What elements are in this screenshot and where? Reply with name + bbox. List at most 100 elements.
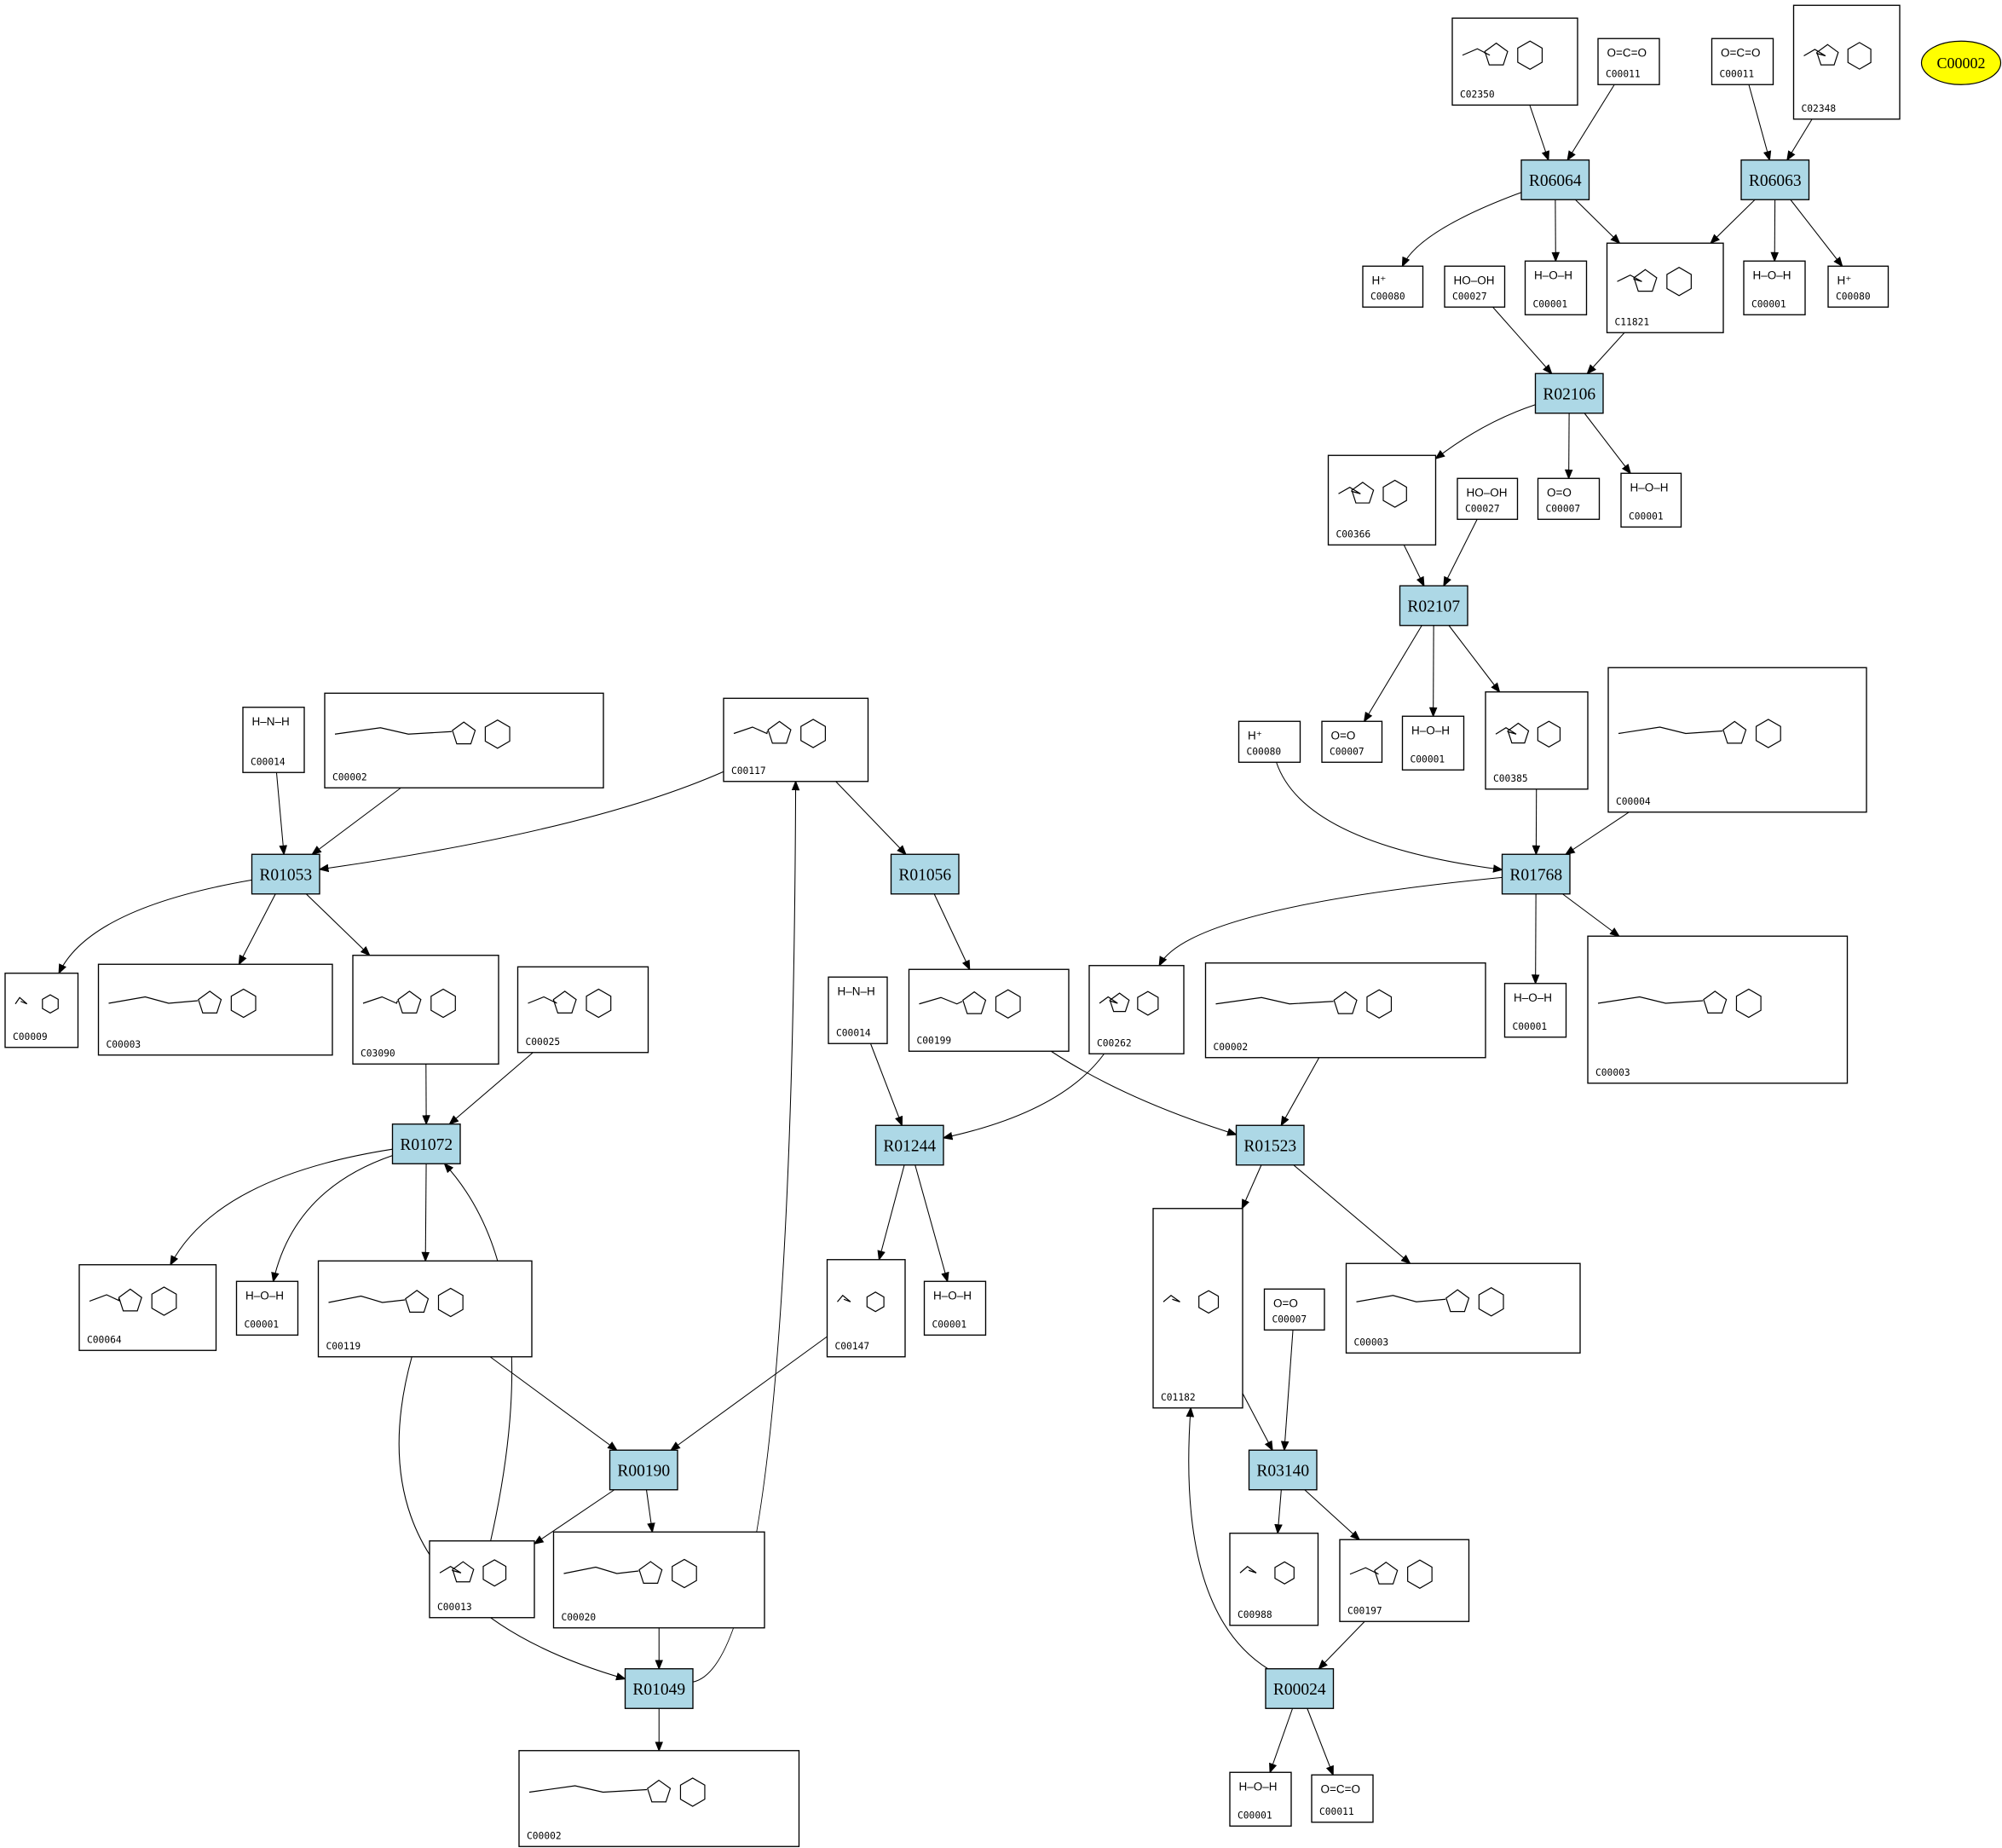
compound-label: C00011 — [1720, 68, 1755, 79]
compound-node-c00199[interactable]: C00199 — [908, 968, 1070, 1052]
ring-bond — [1517, 40, 1543, 70]
reaction-node-r01244[interactable]: R01244 — [874, 1124, 944, 1166]
compound-box — [1451, 17, 1578, 106]
compound-node-c02348[interactable]: C02348 — [1792, 4, 1901, 120]
compound-node-c00064[interactable]: C00064 — [78, 1264, 217, 1351]
compound-node-c02350[interactable]: C02350 — [1451, 17, 1578, 106]
molecule-structure-icon — [1803, 42, 1872, 70]
edge-c02350-to-r06064 — [1529, 105, 1549, 162]
compound-node-c03090[interactable]: C03090 — [352, 955, 499, 1065]
compound-node-c00003[interactable]: C00003 — [97, 963, 333, 1056]
chain-bond — [328, 1295, 406, 1303]
reaction-node-r01056[interactable]: R01056 — [890, 853, 960, 895]
reaction-node-r03140[interactable]: R03140 — [1248, 1449, 1318, 1491]
ring-bond — [1198, 1290, 1220, 1314]
chain-bond — [1618, 726, 1723, 735]
compound-node-c00197[interactable]: C00197 — [1339, 1539, 1470, 1622]
compound-node-c00003[interactable]: C00003 — [1587, 935, 1849, 1084]
compound-node-c00119[interactable]: C00119 — [317, 1260, 533, 1358]
molecule-structure-icon — [1349, 1559, 1433, 1589]
compound-node-c01182[interactable]: C01182 — [1152, 1208, 1243, 1409]
molecule-structure-icon — [837, 1291, 885, 1313]
reaction-node-r01049[interactable]: R01049 — [624, 1668, 694, 1709]
compound-label: C00002 — [332, 771, 367, 783]
compound-node-c00117[interactable]: C00117 — [723, 697, 869, 783]
reaction-node-r02107[interactable]: R02107 — [1399, 585, 1468, 627]
reaction-node-r06064[interactable]: R06064 — [1520, 159, 1590, 200]
edge-c00027b-to-r02107 — [1443, 519, 1478, 587]
compound-node-c00366[interactable]: C00366 — [1327, 454, 1437, 546]
compound-node-c11821[interactable]: C11821 — [1606, 242, 1724, 333]
reaction-node-r01768[interactable]: R01768 — [1501, 853, 1571, 895]
compound-node-c00013[interactable]: C00013 — [429, 1540, 535, 1619]
molecule-structure-icon — [89, 1286, 177, 1316]
reaction-node-r06063[interactable]: R06063 — [1740, 159, 1810, 200]
chain-bond — [1338, 487, 1361, 494]
compound-box — [324, 692, 604, 788]
compound-label: C00004 — [1616, 796, 1651, 807]
compound-node-c00009[interactable]: C00009 — [4, 973, 79, 1048]
compound-node-c00025[interactable]: C00025 — [516, 966, 649, 1054]
compound-box — [908, 968, 1070, 1052]
reaction-box — [1520, 159, 1590, 200]
chain-bond — [1495, 727, 1517, 735]
highlight-compound-node[interactable]: C00002 — [1920, 40, 2002, 85]
edge-c00117-to-r01053 — [318, 771, 724, 873]
compound-node-c00988[interactable]: C00988 — [1229, 1533, 1319, 1626]
compound-node-c00004[interactable]: C00004 — [1607, 667, 1867, 813]
reaction-node-r00024[interactable]: R00024 — [1265, 1668, 1335, 1709]
compound-node-c00020[interactable]: C00020 — [552, 1531, 765, 1629]
compound-node-c00002[interactable]: C00002 — [518, 1750, 800, 1847]
reaction-node-r01053[interactable]: R01053 — [251, 853, 320, 895]
compound-label: C00025 — [526, 1037, 561, 1048]
reaction-node-r00190[interactable]: R00190 — [609, 1449, 678, 1491]
compound-node-c00262[interactable]: C00262 — [1088, 965, 1185, 1054]
reaction-label: R02107 — [1407, 598, 1460, 615]
reaction-node-r01523[interactable]: R01523 — [1235, 1124, 1305, 1166]
reaction-node-r01072[interactable]: R01072 — [391, 1123, 461, 1164]
compound-box — [516, 966, 649, 1054]
compound-label: C01182 — [1161, 1392, 1196, 1403]
ring-bond — [1633, 269, 1658, 292]
ring-bond — [1478, 1287, 1504, 1317]
chain-bond — [528, 996, 557, 1004]
compound-label: C00027 — [1452, 291, 1487, 302]
reaction-label: R01768 — [1509, 866, 1562, 884]
edge-r00190-to-c00013 — [533, 1489, 615, 1545]
compound-node-c00002[interactable]: C00002 — [1204, 962, 1486, 1059]
compound-node-c00002[interactable]: C00002 — [324, 692, 604, 788]
compound-node-c00080[interactable]: H⁺C00080 — [1362, 265, 1424, 308]
compound-label: C00080 — [1836, 291, 1871, 302]
compound-node-c00147[interactable]: C00147 — [826, 1259, 906, 1358]
edge-r02107-to-c00007b — [1363, 625, 1422, 723]
edge-r01053-to-c00009 — [58, 879, 252, 975]
compound-node-c00385[interactable]: C00385 — [1485, 691, 1589, 790]
reaction-node-r02106[interactable]: R02106 — [1534, 372, 1604, 414]
compound-node-c00003[interactable]: C00003 — [1345, 1262, 1581, 1354]
compound-node-c00080[interactable]: H⁺C00080 — [1238, 720, 1301, 763]
edge-r02106-to-c00001c — [1584, 413, 1632, 475]
compound-node-c00080[interactable]: H⁺C00080 — [1827, 265, 1889, 308]
ring-bond — [430, 988, 456, 1019]
ring-bond — [397, 990, 422, 1014]
compound-box — [1444, 265, 1506, 308]
